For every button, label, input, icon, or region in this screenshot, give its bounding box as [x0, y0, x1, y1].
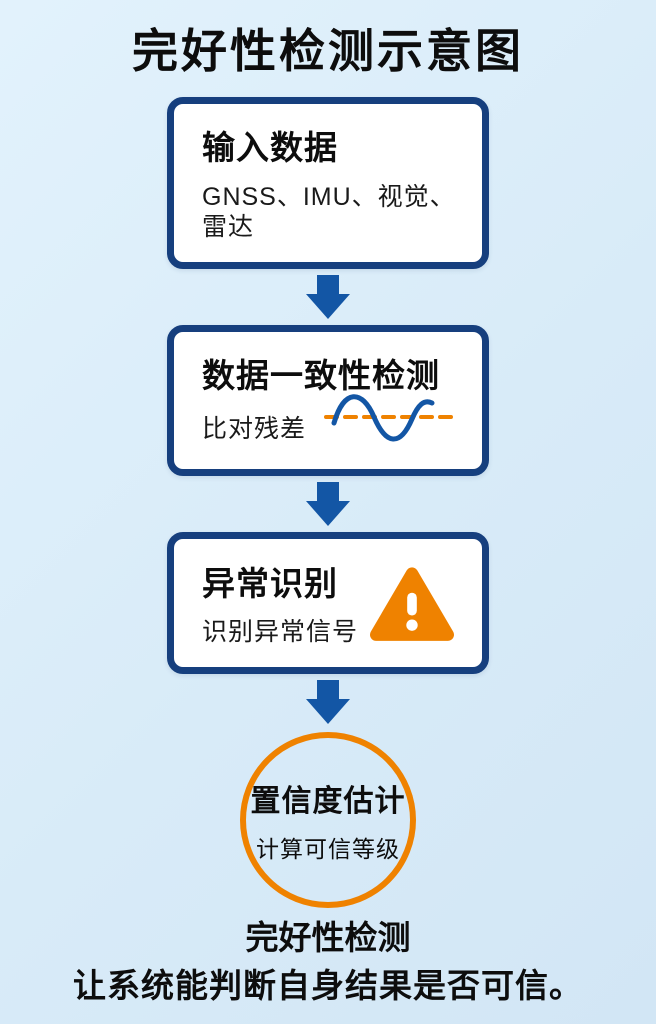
footer-line1: 完好性检测 [245, 919, 411, 957]
warning-triangle-icon [368, 563, 456, 647]
page-title: 完好性检测示意图 [132, 25, 524, 77]
confidence-estimation-circle: 置信度估计 计算可信等级 [240, 732, 416, 909]
arrow-stem [317, 680, 339, 700]
step-title-consistency-check: 数据一致性检测 [202, 356, 440, 394]
step-subtitle-consistency-check: 比对残差 [202, 415, 307, 444]
arrow-stem [317, 274, 339, 294]
arrow-head [306, 699, 350, 725]
arrow-stem [317, 482, 339, 502]
footer-caption: 完好性检测 让系统能判断自身结果是否可信。 [73, 918, 583, 1005]
arrow-head [306, 501, 350, 527]
down-arrow-icon [306, 680, 350, 725]
flowchart: 输入数据 GNSS、IMU、视觉、雷达 数据一致性检测 比对残差 [167, 97, 489, 909]
step-subtitle-anomaly-identification: 识别异常信号 [202, 618, 359, 647]
down-arrow-icon [306, 482, 350, 527]
step-subtitle-input-data: GNSS、IMU、视觉、雷达 [202, 182, 456, 241]
step-box-anomaly-identification: 异常识别 识别异常信号 [167, 532, 489, 675]
confidence-title: 置信度估计 [250, 785, 406, 819]
down-arrow-icon [306, 274, 350, 319]
arrow-head [306, 293, 350, 319]
step-box-input-data: 输入数据 GNSS、IMU、视觉、雷达 [167, 97, 489, 269]
confidence-subtitle: 计算可信等级 [256, 836, 400, 863]
footer-line2: 让系统能判断自身结果是否可信。 [73, 966, 583, 1004]
step-box-consistency-check: 数据一致性检测 比对残差 [167, 324, 489, 477]
residual-wave-icon [324, 381, 456, 449]
step-title-input-data: 输入数据 [202, 129, 338, 167]
step-title-anomaly-identification: 异常识别 [202, 564, 338, 602]
